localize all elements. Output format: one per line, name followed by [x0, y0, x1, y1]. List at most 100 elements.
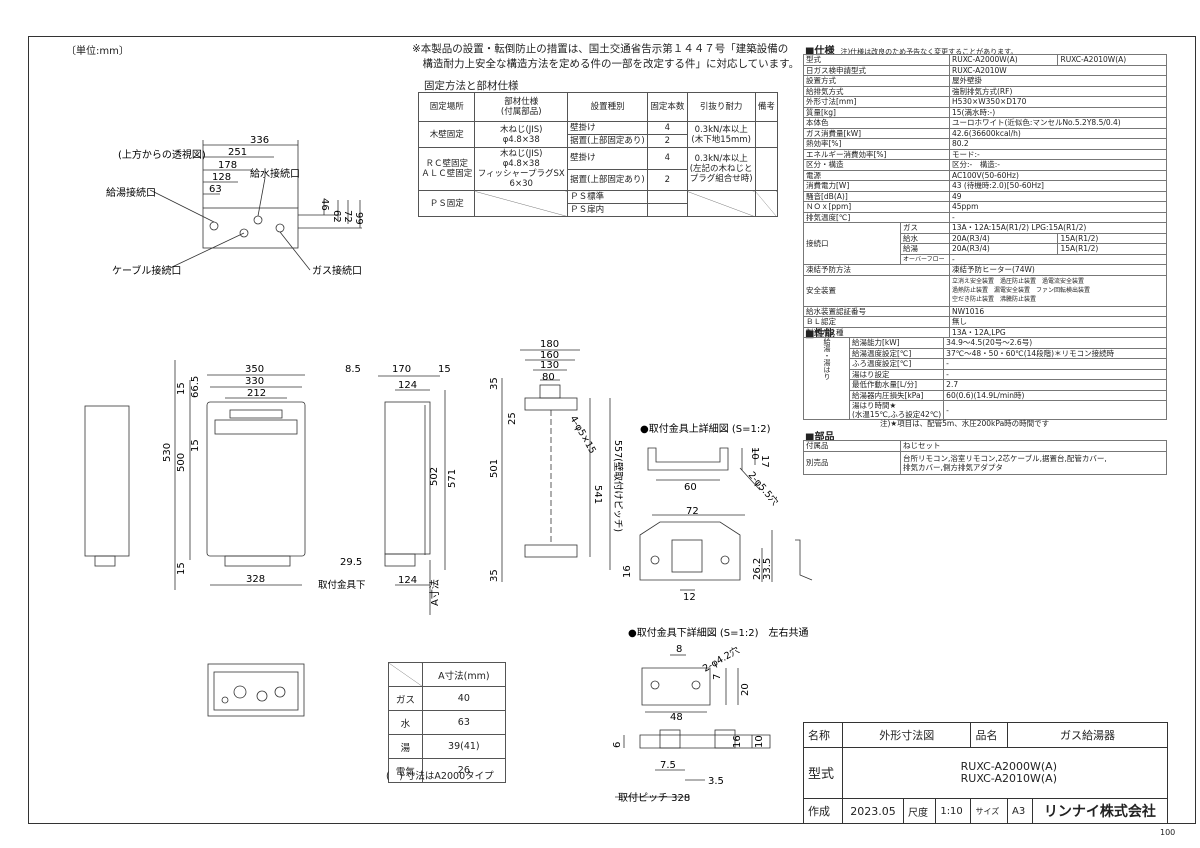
a-label: ガス	[388, 686, 423, 711]
spec-subkey: ガス	[900, 222, 950, 234]
dim-15: 15	[176, 382, 187, 395]
dim-62: 62	[331, 210, 342, 223]
title-block: 名称 外形寸法図 品名 ガス給湯器 型式 RUXC-A2000W(A) RUXC…	[802, 722, 1169, 824]
upper-detail-title: ●取付金具上詳細図 (S=1:2)	[640, 422, 771, 435]
spec-value: 49	[949, 190, 1167, 202]
rear-bottom-bracket	[524, 544, 578, 558]
tb-scale: 1:10	[935, 798, 972, 824]
dim-20: 20	[740, 683, 751, 696]
fix-type: 据置(上部固定あり)	[567, 134, 649, 148]
pitch-label: 取付ピッチ 328	[618, 791, 690, 804]
dim-72: 72	[342, 210, 353, 223]
spec-value: 45ppm	[949, 201, 1167, 213]
spec-key: 安全装置	[803, 274, 950, 307]
spec-key: 排気温度[℃]	[803, 211, 950, 223]
parts-title: ■部品	[805, 432, 835, 443]
perf-key: 最低作動水量[L/分]	[848, 379, 945, 391]
hole-5-5: 2-φ5.5穴	[746, 469, 781, 508]
spec-value: 15A(R1/2)	[1057, 232, 1167, 244]
spec-value: NW1016	[949, 305, 1167, 317]
dim-a: A寸法	[428, 579, 441, 606]
spec-value: 15(満水時:-)	[949, 106, 1167, 118]
spec-value: 13A・12A:15A(R1/2) LPG:15A(R1/2)	[949, 222, 1167, 234]
spec-row: ＢＬ認定無し	[803, 316, 1167, 328]
a-table-header: A寸法(mm)	[421, 662, 507, 687]
dim-350: 350	[245, 364, 264, 375]
dim-571: 571	[447, 469, 458, 488]
spec-row: ガス消費量[kW]42.6(36600kcal/h)	[803, 127, 1167, 139]
dim-66-5: 66.5	[190, 376, 201, 398]
spec-key: 電源	[803, 169, 950, 181]
safety-line: 空だき防止装置 沸騰防止装置	[952, 296, 1037, 303]
spec-value: 20A(R3/4)	[948, 232, 1059, 244]
perf-value: 34.9～4.5(20号～2.6号)	[943, 337, 1167, 349]
spec-key: ガス消費量[kW]	[803, 127, 950, 139]
fix-note	[754, 190, 779, 217]
spec-value: 区分:- 構造:-	[949, 159, 1167, 171]
fix-place: 木壁固定	[417, 121, 476, 148]
fix-row: ＲＣ壁固定 ＡＬＣ壁固定 木ねじ(JIS) φ4.8×38 フィッシャープラグS…	[417, 147, 779, 191]
perf-row: 給湯温度設定[℃]37℃～48・50・60℃(14段階)＊リモコン接続時	[804, 347, 1167, 359]
perf-key: 給湯温度設定[℃]	[848, 347, 945, 359]
spec-row: ＮＯｘ[ppm]45ppm	[803, 201, 1167, 213]
spec-value: -	[949, 211, 1167, 223]
dim-72: 72	[686, 506, 699, 517]
a-value: 39(41)	[421, 734, 507, 759]
parts-row: 付属品ねじセット	[803, 440, 1167, 452]
dim-48: 48	[670, 712, 683, 723]
perf-value: 60(0.6)(14.9L/min時)	[943, 389, 1167, 401]
fix-place: ＲＣ壁固定 ＡＬＣ壁固定	[417, 147, 476, 191]
safety-line: 立消え安全装置 過圧防止装置 過電流安全装置	[952, 278, 1085, 285]
spec-key: 区分・構造	[803, 159, 950, 171]
spec-row: 安全装置立消え安全装置 過圧防止装置 過電流安全装置過熱防止装置 漏電安全装置 …	[803, 274, 1167, 307]
perf-value: 37℃～48・50・60℃(14段階)＊リモコン接続時	[943, 347, 1167, 359]
fix-count: 2	[647, 134, 688, 148]
spec-row: 外形寸法[mm]H530×W350×D170	[803, 96, 1167, 108]
fix-h-type: 設置種別	[567, 92, 649, 122]
tb-size: A3	[1007, 798, 1033, 824]
tb-date: 2023.05	[842, 798, 904, 824]
dim-160: 160	[540, 350, 559, 361]
parts-table: 付属品ねじセット 別売品台所リモコン,浴室リモコン,2芯ケーブル,据置台,配管カ…	[803, 440, 1167, 475]
tb-item: ガス給湯器	[1007, 722, 1168, 748]
fix-h-note: 備考	[754, 92, 779, 122]
a-table-note: ( ) 寸法はA2000タイプ	[386, 771, 494, 782]
spec-key: 本体色	[803, 117, 950, 129]
dim-33-5: 33.5	[762, 558, 773, 580]
dim-6: 6	[612, 742, 623, 748]
fixing-title: 固定方法と部材仕様	[424, 80, 519, 92]
spec-row: 熱効率[%]80.2	[803, 138, 1167, 150]
spec-key: 消費電力[W]	[803, 180, 950, 192]
spec-subnote: 注)仕様は改良のため予告なく変更することがあります。	[840, 48, 1018, 56]
spec-value: 13A・12A,LPG	[949, 326, 1167, 338]
spec-value: 強制排気方式(RF)	[949, 85, 1167, 97]
spec-value: 42.6(36600kcal/h)	[949, 127, 1167, 139]
dim-35: 35	[489, 569, 500, 582]
label-cable-inlet: ケーブル接続口	[112, 264, 181, 277]
spec-key: 外形寸法[mm]	[803, 96, 950, 108]
spec-value: 15A(R1/2)	[1057, 243, 1167, 255]
dim-330: 330	[245, 376, 264, 387]
tb-model-label: 型式	[802, 746, 844, 800]
spec-value: 凍結予防ヒーター(74W)	[949, 264, 1167, 276]
spec-value: H530×W350×D170	[949, 96, 1167, 108]
dim-180: 180	[540, 339, 559, 350]
dim-130: 130	[540, 360, 559, 371]
dim-530: 530	[162, 443, 173, 462]
a-value: 63	[421, 710, 507, 735]
fix-type: ＰＳ扉内	[567, 203, 649, 217]
spec-subkey: オーバーフロー	[900, 253, 950, 265]
perf-table: 給湯・湯はり給湯能力[kW]34.9～4.5(20号～2.6号)給湯温度設定[℃…	[803, 337, 1167, 420]
upper-bracket-shape	[647, 447, 729, 471]
spec-key: 給排気方式	[803, 85, 950, 97]
dim-557: 557(壁取付けピッチ)	[612, 440, 624, 532]
fix-force: 0.3kN/本以上 (左記の木ねじと プラグ組合せ時)	[686, 147, 756, 191]
left-side-view	[84, 405, 130, 557]
